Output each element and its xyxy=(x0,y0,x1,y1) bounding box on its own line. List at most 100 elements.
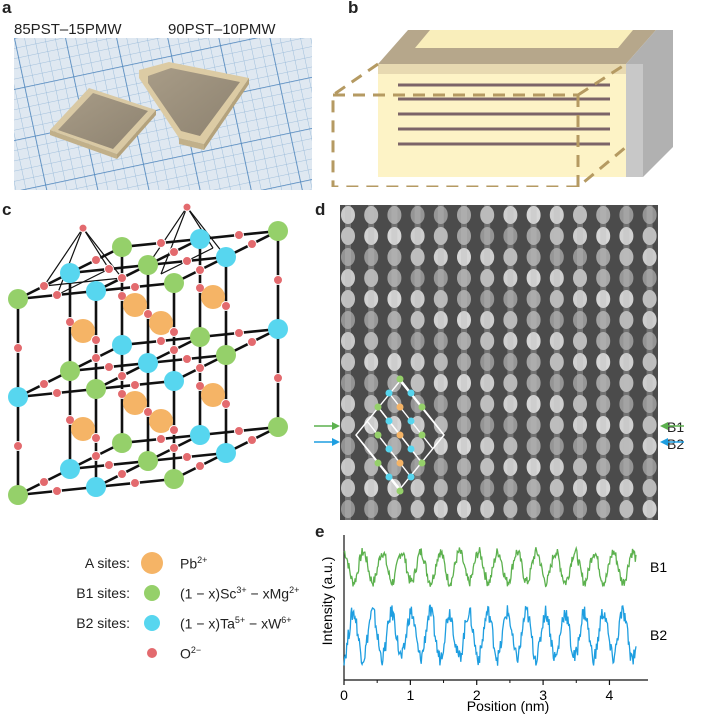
b1-atom xyxy=(216,345,236,365)
b2-atom xyxy=(190,229,210,249)
oxygen-atom xyxy=(39,379,49,389)
arrows-left xyxy=(314,422,340,446)
series-label-b1: B1 xyxy=(650,559,667,575)
b1-atom xyxy=(112,433,132,453)
b1-atom xyxy=(268,221,288,241)
b2-atom xyxy=(60,459,80,479)
oxygen-atom xyxy=(143,407,153,417)
oxygen-atom xyxy=(221,399,231,409)
oxygen-atom xyxy=(273,373,283,383)
oxygen-atom xyxy=(130,380,140,390)
oxygen-atom xyxy=(91,255,101,265)
oxygen-atom xyxy=(195,363,205,373)
oxygen-atom xyxy=(78,223,88,233)
oxygen-atom xyxy=(169,345,179,355)
oxygen-atom xyxy=(117,469,127,479)
a-atom xyxy=(123,293,147,317)
b1-atom xyxy=(164,273,184,293)
b1-atom xyxy=(268,417,288,437)
arrow-b2-right-icon xyxy=(660,438,668,446)
b1-atom xyxy=(112,237,132,257)
oxygen-atom xyxy=(247,435,257,445)
b2-atom xyxy=(268,319,288,339)
oxygen-atom xyxy=(117,389,127,399)
oxygen-atom xyxy=(169,425,179,435)
series-label-b2: B2 xyxy=(650,627,667,643)
oxygen-atom xyxy=(91,335,101,345)
oxygen-atom xyxy=(104,264,114,274)
oxygen-atom xyxy=(234,230,244,240)
oxygen-atom xyxy=(117,273,127,283)
b1-site-dot xyxy=(144,585,160,601)
oxygen-atom xyxy=(156,434,166,444)
overlay-atom xyxy=(407,417,415,425)
b2-atom xyxy=(190,425,210,445)
oxygen-atom xyxy=(169,327,179,337)
x-tick-label: 2 xyxy=(473,687,481,703)
b2-atom xyxy=(60,263,80,283)
right-chip xyxy=(139,62,249,150)
oxygen-atom xyxy=(117,371,127,381)
a-atom xyxy=(71,417,95,441)
oxygen-atom xyxy=(65,415,75,425)
oxygen-atom xyxy=(104,460,114,470)
sample-photo xyxy=(14,38,312,190)
oxygen-atom xyxy=(91,353,101,363)
b2-site-dot xyxy=(144,615,160,631)
b2-atom xyxy=(138,353,158,373)
overlay-atom xyxy=(407,445,415,453)
overlay-atom xyxy=(385,389,393,397)
oxygen-atom xyxy=(52,290,62,300)
arrow-label-b2-right: B2 xyxy=(667,436,685,452)
b2-atom xyxy=(216,443,236,463)
panel-label-b: b xyxy=(348,0,359,17)
b2-atom xyxy=(164,371,184,391)
x-axis-label: Position (nm) xyxy=(467,698,549,714)
oxygen-atom xyxy=(143,309,153,319)
x-tick-label: 3 xyxy=(539,687,547,703)
oxygen-atom xyxy=(234,328,244,338)
panel-label-e: e xyxy=(315,522,325,541)
oxygen-dot xyxy=(147,648,157,658)
arrow-b2-left-icon xyxy=(332,438,340,446)
oxygen-atom xyxy=(247,239,257,249)
arrow-b1-right-icon xyxy=(660,422,668,430)
b1-atom xyxy=(8,485,28,505)
overlay-atom xyxy=(385,417,393,425)
b1-atom xyxy=(138,451,158,471)
overlay-atom xyxy=(407,389,415,397)
inner-electrodes xyxy=(398,83,610,146)
series-line-b1 xyxy=(343,545,637,588)
arrows-right xyxy=(660,422,684,446)
oxygen-atom xyxy=(273,275,283,285)
b2-atom xyxy=(112,335,132,355)
oxygen-atom xyxy=(39,477,49,487)
overlay-atom xyxy=(374,459,382,467)
a-site-dot xyxy=(141,552,163,574)
overlay-atom xyxy=(407,473,415,481)
oxygen-atom xyxy=(182,256,192,266)
sample-label-left: 85PST–15PMW xyxy=(14,21,122,38)
oxygen-atom xyxy=(130,478,140,488)
overlay-atom xyxy=(418,403,426,411)
oxygen-atom xyxy=(182,354,192,364)
oxygen-atom xyxy=(234,426,244,436)
x-tick-label: 4 xyxy=(606,687,614,703)
panel-label-a: a xyxy=(2,0,12,17)
dashed-cutaway xyxy=(331,62,627,187)
oxygen-atom xyxy=(39,281,49,291)
tem-columns xyxy=(340,205,658,520)
oxygen-atom xyxy=(195,461,205,471)
perovskite-lattice xyxy=(8,202,288,505)
oxygen-atom xyxy=(195,283,205,293)
capacitor-schematic xyxy=(331,30,673,187)
oxygen-atom xyxy=(195,381,205,391)
oxygen-atom xyxy=(182,202,192,212)
b1-atom xyxy=(60,361,80,381)
oxygen-atom xyxy=(65,317,75,327)
panel-label-c: c xyxy=(2,200,12,219)
overlay-atom xyxy=(374,403,382,411)
overlay-atom xyxy=(396,459,404,467)
left-chip xyxy=(50,88,156,159)
